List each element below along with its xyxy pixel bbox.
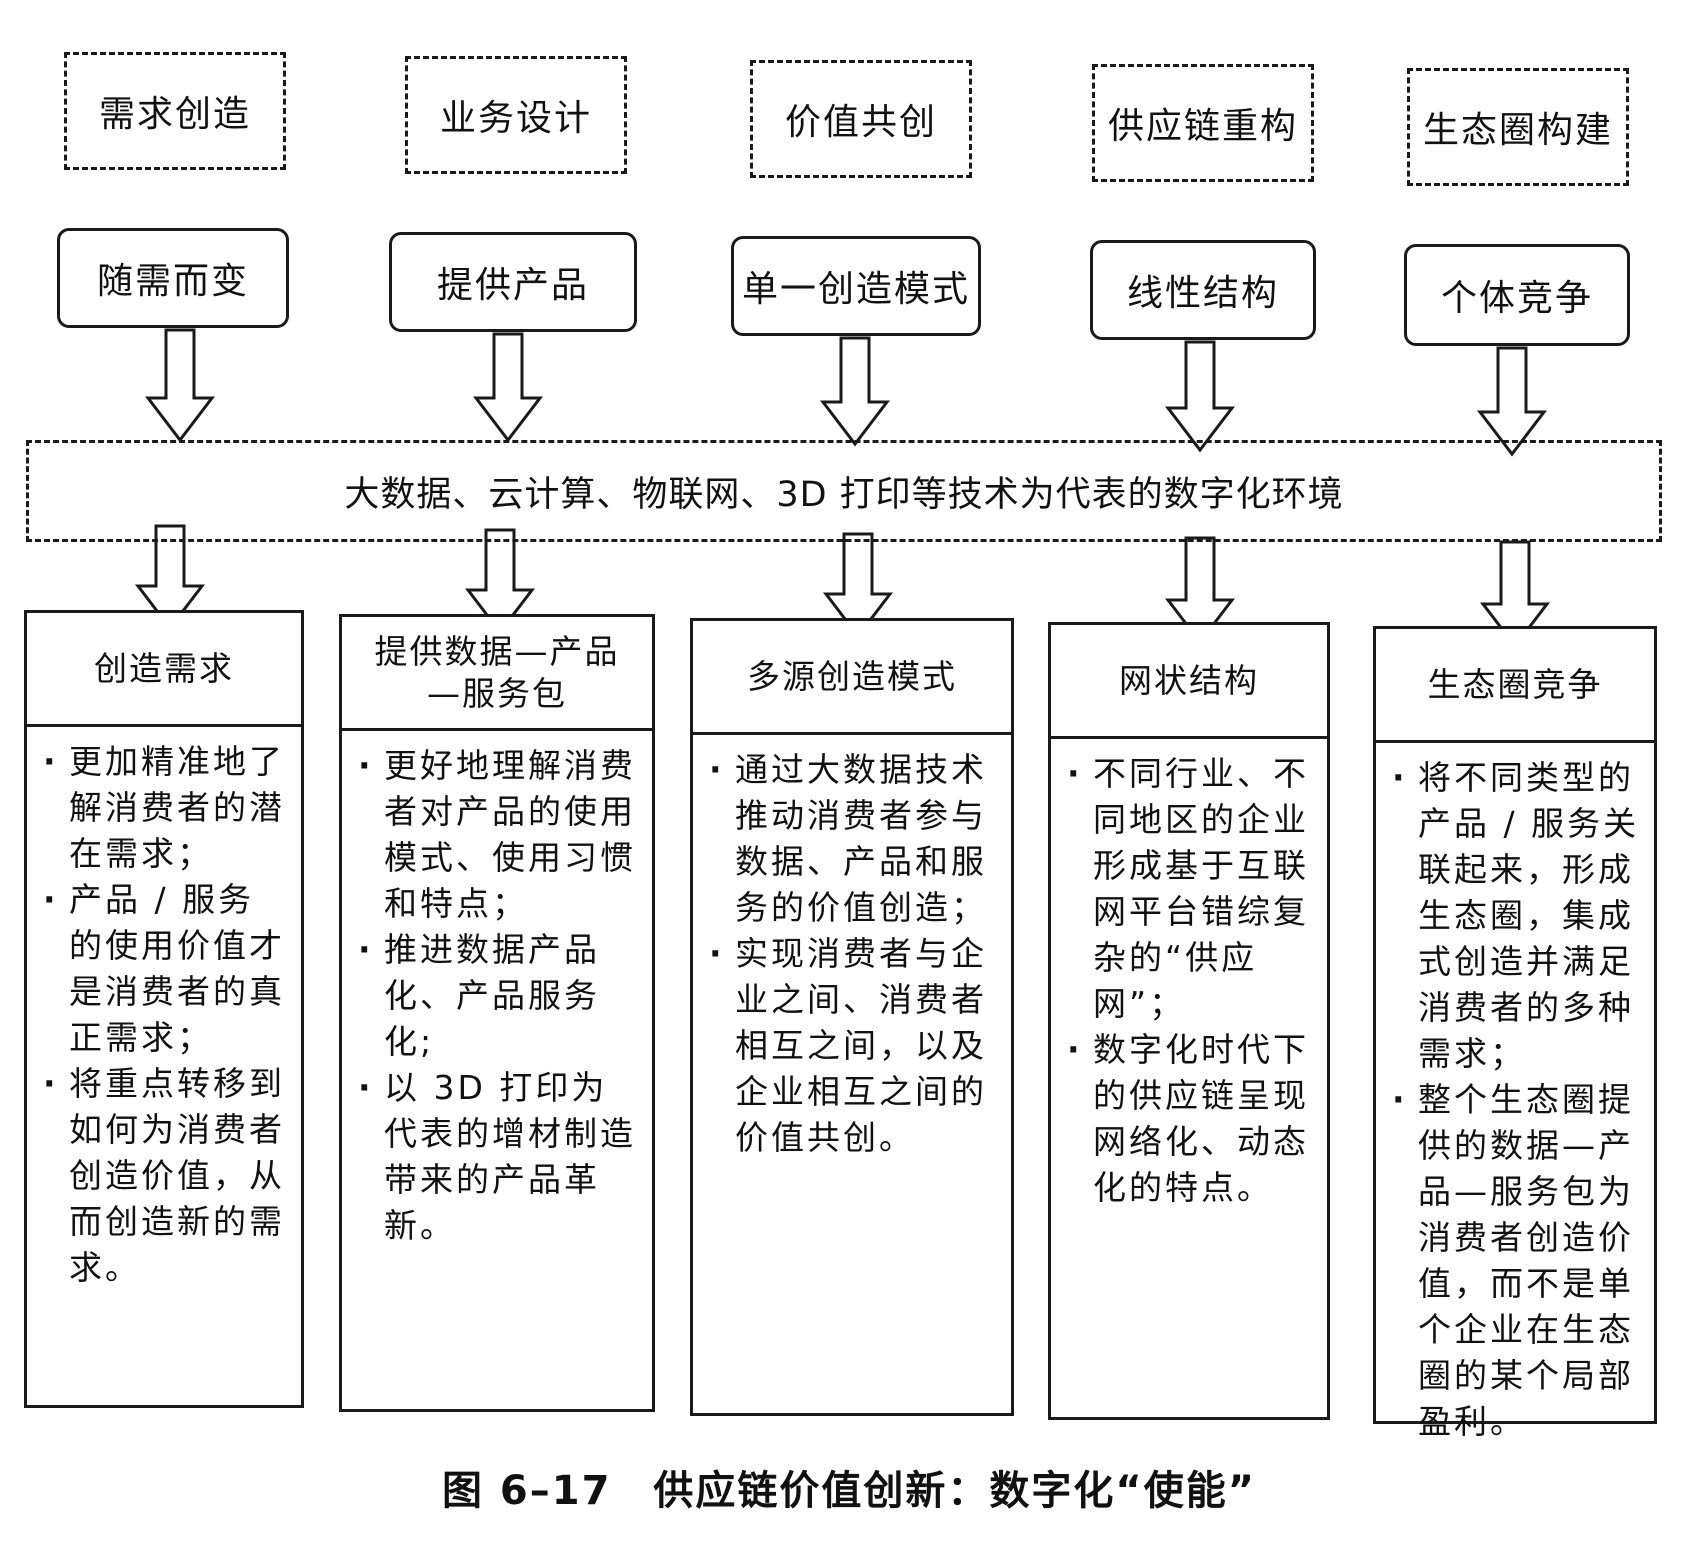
column-box-3: 多源创造模式 通过大数据技术推动消费者参与数据、产品和服务的价值创造； 实现消费…	[690, 618, 1014, 1416]
column-title-3: 多源创造模式	[693, 621, 1011, 735]
down-arrow-icon	[819, 336, 891, 447]
before-state-1: 随需而变	[57, 228, 289, 328]
column-body-3: 通过大数据技术推动消费者参与数据、产品和服务的价值创造； 实现消费者与企业之间、…	[709, 747, 999, 1161]
column-1-bullet-2: 产品 / 服务的使用价值才是消费者的真正需求；	[43, 877, 289, 1061]
column-2-bullet-1: 更好地理解消费者对产品的使用模式、使用习惯和特点；	[358, 743, 640, 927]
column-2-bullet-2: 推进数据产品化、产品服务化;	[358, 927, 640, 1065]
column-4-bullet-1: 不同行业、不同地区的企业形成基于互联网平台错综复杂的“供应网”；	[1067, 751, 1315, 1027]
down-arrow-icon	[144, 328, 216, 443]
column-title-1: 创造需求	[27, 613, 301, 727]
top-label-5: 生态圈构建	[1407, 68, 1629, 186]
before-state-2: 提供产品	[389, 232, 637, 332]
column-3-bullet-2: 实现消费者与企业之间、消费者相互之间，以及企业相互之间的价值共创。	[709, 931, 999, 1161]
column-5-bullet-1: 将不同类型的产品 / 服务关联起来，形成生态圈，集成式创造并满足消费者的多种需求…	[1392, 755, 1642, 1077]
down-arrow-icon	[472, 332, 544, 443]
column-title-2: 提供数据—产品—服务包	[342, 617, 652, 731]
down-arrow-icon	[134, 524, 206, 631]
down-arrow-icon	[822, 532, 894, 639]
column-body-1: 更加精准地了解消费者的潜在需求； 产品 / 服务的使用价值才是消费者的真正需求；…	[43, 739, 289, 1291]
column-1-bullet-1: 更加精准地了解消费者的潜在需求；	[43, 739, 289, 877]
column-title-4: 网状结构	[1051, 625, 1327, 739]
column-box-2: 提供数据—产品—服务包 更好地理解消费者对产品的使用模式、使用习惯和特点； 推进…	[339, 614, 655, 1412]
column-3-bullet-1: 通过大数据技术推动消费者参与数据、产品和服务的价值创造；	[709, 747, 999, 931]
column-body-2: 更好地理解消费者对产品的使用模式、使用习惯和特点； 推进数据产品化、产品服务化;…	[358, 743, 640, 1249]
down-arrow-icon	[1476, 346, 1548, 457]
column-1-bullet-3: 将重点转移到如何为消费者创造价值，从而创造新的需求。	[43, 1061, 289, 1291]
before-state-3: 单一创造模式	[731, 236, 981, 336]
column-body-5: 将不同类型的产品 / 服务关联起来，形成生态圈，集成式创造并满足消费者的多种需求…	[1392, 755, 1642, 1445]
column-title-5: 生态圈竞争	[1376, 629, 1654, 743]
down-arrow-icon	[1479, 540, 1551, 649]
column-body-4: 不同行业、不同地区的企业形成基于互联网平台错综复杂的“供应网”； 数字化时代下的…	[1067, 751, 1315, 1211]
top-label-2: 业务设计	[405, 56, 627, 174]
column-4-bullet-2: 数字化时代下的供应链呈现网络化、动态化的特点。	[1067, 1027, 1315, 1211]
column-box-4: 网状结构 不同行业、不同地区的企业形成基于互联网平台错综复杂的“供应网”； 数字…	[1048, 622, 1330, 1420]
before-state-4: 线性结构	[1090, 240, 1316, 340]
top-label-3: 价值共创	[750, 60, 972, 178]
column-5-bullet-2: 整个生态圈提供的数据—产品—服务包为消费者创造价值，而不是单个企业在生态圈的某个…	[1392, 1077, 1642, 1445]
column-box-1: 创造需求 更加精准地了解消费者的潜在需求； 产品 / 服务的使用价值才是消费者的…	[24, 610, 304, 1408]
before-state-5: 个体竞争	[1404, 244, 1630, 346]
column-box-5: 生态圈竞争 将不同类型的产品 / 服务关联起来，形成生态圈，集成式创造并满足消费…	[1373, 626, 1657, 1441]
digital-environment-bar: 大数据、云计算、物联网、3D 打印等技术为代表的数字化环境	[26, 440, 1662, 542]
column-2-bullet-3: 以 3D 打印为代表的增材制造带来的产品革新。	[358, 1065, 640, 1249]
down-arrow-icon	[1164, 536, 1236, 645]
figure-caption: 图 6–17 供应链价值创新：数字化“使能”	[442, 1468, 1256, 1514]
top-label-4: 供应链重构	[1092, 64, 1314, 182]
top-label-1: 需求创造	[64, 52, 286, 170]
down-arrow-icon	[1164, 340, 1236, 453]
